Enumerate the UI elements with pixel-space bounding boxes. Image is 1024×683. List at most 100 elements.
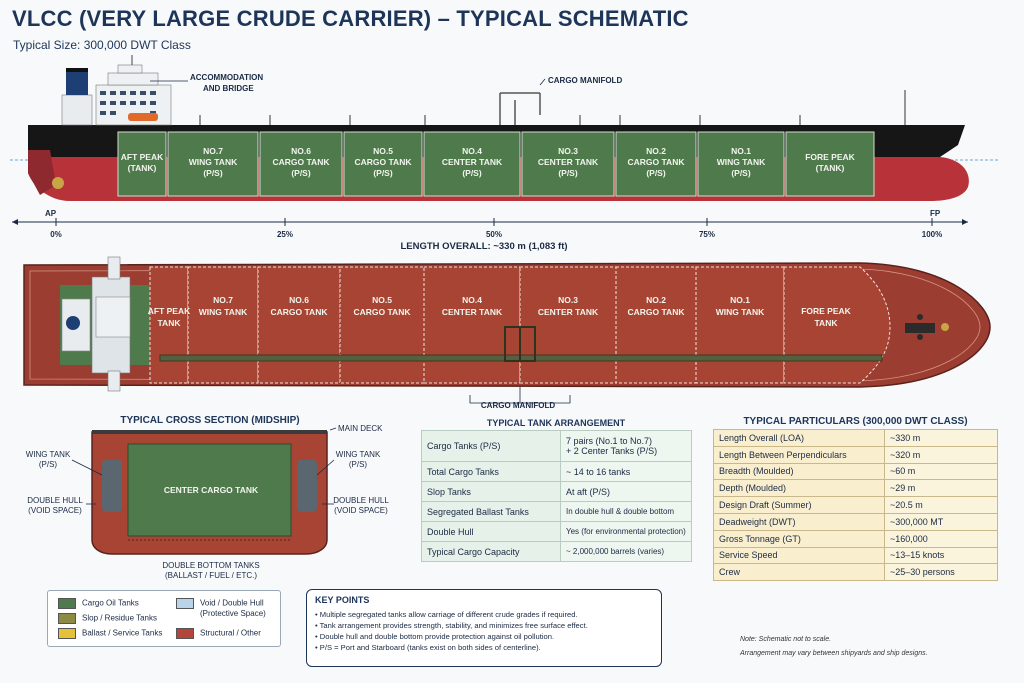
key-points-box: KEY POINTS Multiple segregated tanks all… [306,589,662,667]
plan-superstructure [60,256,150,392]
profile-tank-aft-peak-l1: AFT PEAK [121,152,164,162]
particular-key: Service Speed [713,546,885,565]
plan-tank-aft-peak-l1: AFT PEAK [148,306,191,316]
particular-key: Length Between Perpendiculars [713,445,885,464]
cross-section-diagram: CENTER CARGO TANK MAIN DECK WING TANK (P… [26,424,390,580]
arrangement-value: 7 pairs (No.1 to No.7)+ 2 Center Tanks (… [560,430,692,462]
profile-tank-no7-l2: WING TANK [189,157,238,167]
table-row: Crew~25–30 persons [713,563,998,582]
profile-tank-fore-peak [785,131,875,197]
arrangement-title: TYPICAL TANK ARRANGEMENT [486,418,626,428]
plan-tank-no6-l1: NO.6 [289,295,309,305]
particular-value: ~300,000 MT [884,512,998,531]
scale-tick-0: 0% [50,230,62,239]
cs-wing-tank-left-l1: WING TANK [26,450,71,459]
profile-tanks [117,131,875,197]
particular-value: ~320 m [884,445,998,464]
note-line-1: Note: Schematic not to scale. [740,636,832,643]
cross-section-title: TYPICAL CROSS SECTION (MIDSHIP) [120,415,300,426]
profile-tank-no3 [521,131,615,197]
profile-tank-no6 [259,131,343,197]
profile-tank-no7 [167,131,259,197]
plan-pipeline [159,326,883,362]
profile-tank-no7-l3: (P/S) [203,168,223,178]
plan-tank-no3-l2: CENTER TANK [538,307,599,317]
arrangement-value-line1: 7 pairs (No.1 to No.7) [566,436,653,446]
plan-tank-no1 [695,266,785,384]
propeller-icon [52,177,64,189]
length-overall-label: LENGTH OVERALL: ~330 m (1,083 ft) [400,241,567,252]
particular-key: Deadweight (DWT) [713,512,885,531]
profile-tank-no4-l1: NO.4 [462,146,482,156]
arrangement-key: Cargo Tanks (P/S) [421,430,561,462]
legend-label-2: (Protective Space) [200,609,266,618]
profile-tank-no6-l3: (P/S) [291,168,311,178]
particular-key: Breadth (Moulded) [713,462,885,481]
cs-wing-tank-left [102,460,122,512]
legend-label: Structural / Other [200,628,261,638]
cs-double-bottom-l2: (BALLAST / FUEL / ETC.) [165,571,257,580]
arrangement-key: Total Cargo Tanks [421,461,561,482]
list-item: P/S = Port and Starboard (tanks exist on… [315,642,661,653]
callout-accommodation: ACCOMMODATION [190,73,263,82]
profile-tank-no1-l3: (P/S) [731,168,751,178]
plan-tank-no4-l2: CENTER TANK [442,307,503,317]
profile-tank-no5 [343,131,423,197]
callout-cargo-manifold: CARGO MANIFOLD [548,76,622,85]
plan-tank-no3 [519,266,617,384]
cargo-manifold-crane [499,92,541,125]
arrangement-key: Slop Tanks [421,481,561,502]
profile-tank-no2-l1: NO.2 [646,146,666,156]
profile-tank-no6-l2: CARGO TANK [273,157,331,167]
cs-double-hull-left-l2: (VOID SPACE) [28,506,82,515]
table-row: Total Cargo Tanks ~ 14 to 16 tanks [421,461,692,482]
particular-value: ~20.5 m [884,496,998,514]
table-row: Depth (Moulded)~29 m [713,479,998,498]
plan-tank-no6 [257,266,341,384]
plan-tank-no2-l1: NO.2 [646,295,666,305]
arrangement-key: Segregated Ballast Tanks [421,501,561,522]
profile-tank-fore-peak-l2: (TANK) [816,163,845,173]
plan-hull-inner [29,268,981,382]
legend-label: Ballast / Service Tanks [82,628,163,638]
legend-item-void: Void / Double Hull(Protective Space) [176,598,266,619]
cs-double-hull-left-l1: DOUBLE HULL [27,496,83,505]
legend-label: Slop / Residue Tanks [82,613,158,623]
cs-double-hull-right-l2: (VOID SPACE) [334,506,388,515]
profile-tank-no2-l3: (P/S) [646,168,666,178]
particular-value: ~60 m [884,462,998,481]
legend-label: Cargo Oil Tanks [82,598,139,608]
profile-tank-no4-l2: CENTER TANK [442,157,503,167]
legend-item-cargo-oil: Cargo Oil Tanks [58,598,139,609]
profile-tank-no4-l3: (P/S) [462,168,482,178]
particular-value: ~160,000 [884,529,998,548]
profile-tank-no4 [423,131,521,197]
legend-swatch [58,628,76,639]
cs-double-hull-right-l1: DOUBLE HULL [333,496,389,505]
list-item: Tank arrangement provides strength, stab… [315,620,661,631]
legend-swatch [58,598,76,609]
plan-cargo-manifold-label: CARGO MANIFOLD [481,401,555,410]
plan-tank-no2 [615,266,697,384]
plan-tank-no1-l2: WING TANK [716,307,765,317]
callout-bridge: AND BRIDGE [203,84,254,93]
legend-swatch [176,628,194,639]
particular-value: ~29 m [884,479,998,498]
plan-tank-aft-peak-l2: TANK [158,318,182,328]
profile-tank-aft-peak [117,131,167,197]
profile-tank-no1-l1: NO.1 [731,146,751,156]
cs-wing-tank-left-l2: (P/S) [39,460,58,469]
plan-tank-no7-l2: WING TANK [199,307,248,317]
legend-swatch [58,613,76,624]
list-item: Multiple segregated tanks allow carriage… [315,609,661,620]
table-row: Service Speed~13–15 knots [713,546,998,565]
stern [28,150,56,195]
plan-tank-no5-l2: CARGO TANK [354,307,412,317]
legend-item-ballast: Ballast / Service Tanks [58,628,162,639]
table-row: Breadth (Moulded)~60 m [713,462,998,481]
plan-tank-fore-peak-l2: TANK [815,318,839,328]
profile-tank-no1-l2: WING TANK [717,157,766,167]
table-row: Cargo Tanks (P/S) 7 pairs (No.1 to No.7)… [421,430,692,462]
table-row: Slop Tanks At aft (P/S) [421,481,692,502]
profile-tank-no1 [697,131,785,197]
